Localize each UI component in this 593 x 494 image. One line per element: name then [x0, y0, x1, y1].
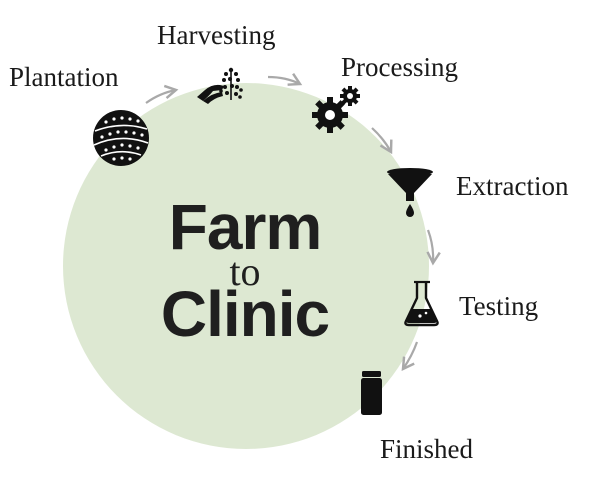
- arrow-plantation-to-harvesting: [145, 84, 179, 104]
- field-icon: [93, 110, 149, 166]
- arrow-processing-to-extraction: [371, 127, 393, 155]
- title-line-clinic: Clinic: [160, 278, 330, 350]
- bottle-icon: [361, 371, 382, 415]
- arrow-extraction-to-testing: [426, 229, 441, 266]
- flask-icon: [404, 280, 439, 327]
- title-line-farm: Farm: [168, 191, 323, 263]
- step-label-testing: Testing: [459, 291, 539, 321]
- step-label-finished: Finished: [380, 434, 474, 464]
- step-label-harvesting: Harvesting: [157, 20, 276, 50]
- arrow-harvesting-to-processing: [267, 72, 303, 86]
- gears-icon: [312, 86, 360, 133]
- step-label-extraction: Extraction: [456, 171, 569, 201]
- arrow-testing-to-finished: [401, 341, 419, 372]
- step-label-plantation: Plantation: [9, 62, 119, 92]
- funnel-icon: [387, 168, 433, 217]
- step-label-processing: Processing: [341, 52, 458, 82]
- title-line-to: to: [229, 249, 261, 294]
- hand-plant-icon: [197, 67, 243, 104]
